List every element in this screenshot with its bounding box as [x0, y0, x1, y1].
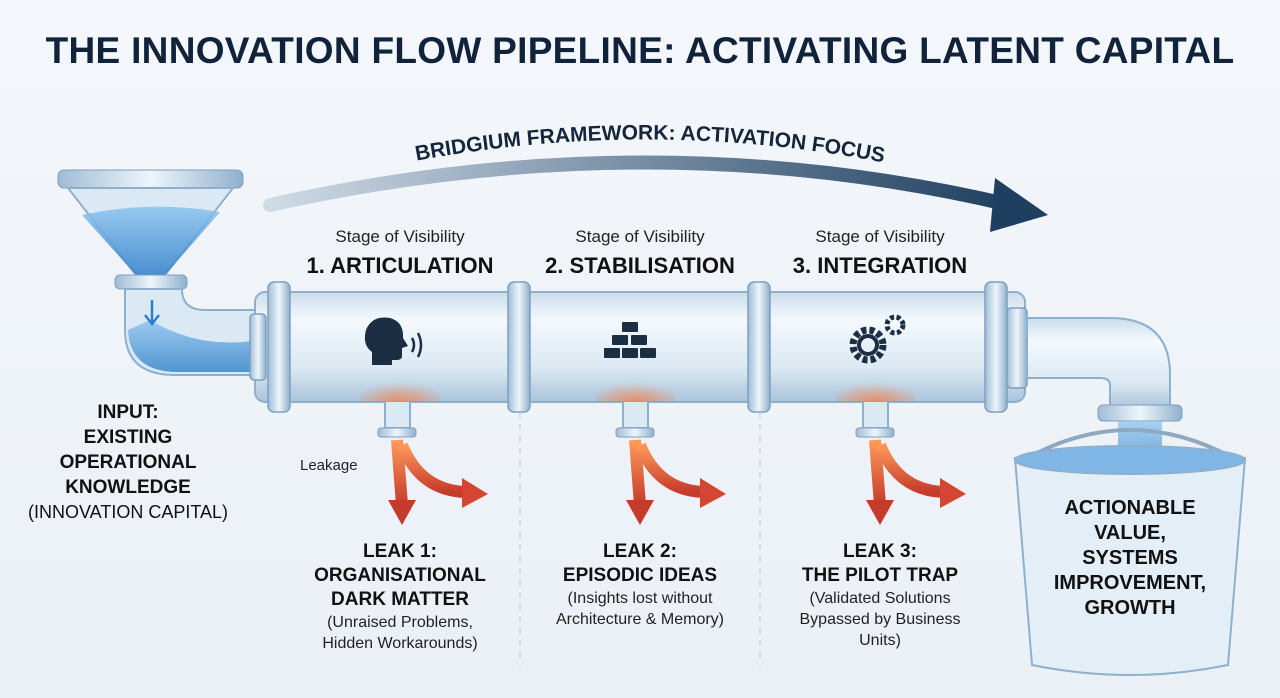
pipe-flange [747, 281, 771, 413]
leak-heading: DARK MATTER [331, 589, 469, 610]
leak-1: LEAK 1: ORGANISATIONAL DARK MATTER (Unra… [280, 540, 520, 654]
leak-desc: (Validated Solutions [809, 590, 951, 607]
stage-name: 1. ARTICULATION [306, 253, 494, 278]
output-pipe [1026, 317, 1183, 466]
leak-desc: Hidden Workarounds) [322, 635, 478, 652]
stage-2: Stage of Visibility 2. STABILISATION [520, 227, 760, 279]
input-funnel [57, 169, 261, 376]
leak-desc: (Unraised Problems, [327, 614, 473, 631]
speaking-head-icon [364, 317, 423, 365]
leak-desc: Units) [859, 632, 901, 649]
input-note: (INNOVATION CAPITAL) [27, 502, 228, 522]
stage-3: Stage of Visibility 3. INTEGRATION [760, 227, 1000, 279]
leak-heading: LEAK 2: [603, 541, 677, 562]
leak-3: LEAK 3: THE PILOT TRAP (Validated Soluti… [760, 540, 1000, 651]
output-line: IMPROVEMENT, [1053, 572, 1207, 594]
stage-name: 3. INTEGRATION [792, 253, 968, 278]
output-bucket [1013, 428, 1247, 676]
leak-2: LEAK 2: EPISODIC IDEAS (Insights lost wi… [520, 540, 760, 630]
bricks-icon [604, 322, 656, 358]
arrowhead-icon [990, 178, 1048, 232]
input-heading-line: OPERATIONAL [59, 452, 197, 473]
stage-1: Stage of Visibility 1. ARTICULATION [280, 227, 520, 279]
page-title: THE INNOVATION FLOW PIPELINE: ACTIVATING… [45, 30, 1235, 71]
stage-sub: Stage of Visibility [575, 227, 705, 246]
leak-desc: Bypassed by Business [799, 611, 961, 628]
leakage-label: Leakage [300, 457, 358, 474]
input-heading-line: EXISTING [83, 427, 173, 448]
leak-desc: (Insights lost without [567, 590, 713, 607]
pipe-flange [267, 281, 291, 413]
stage-name: 2. STABILISATION [545, 253, 735, 278]
leak-3-spout [855, 402, 966, 525]
framework-arrow: BRIDGIUM FRAMEWORK: ACTIVATION FOCUS [263, 121, 1048, 232]
input-heading-line: KNOWLEDGE [65, 477, 191, 498]
output-line: VALUE, [1094, 522, 1166, 544]
stage-sub: Stage of Visibility [335, 227, 465, 246]
pipe-flange [507, 281, 531, 413]
leak-heading: EPISODIC IDEAS [562, 565, 718, 586]
leak-desc: Architecture & Memory) [555, 611, 725, 628]
output-line: ACTIONABLE [1064, 497, 1196, 519]
main-pipe [249, 281, 1028, 413]
leak-heading: LEAK 1: [363, 541, 437, 562]
pipe-flange [984, 281, 1008, 413]
leak-heading: THE PILOT TRAP [801, 565, 959, 586]
output-label: ACTIONABLE VALUE, SYSTEMS IMPROVEMENT, G… [1040, 496, 1220, 621]
input-label: INPUT: EXISTING OPERATIONAL KNOWLEDGE (I… [18, 400, 238, 525]
leak-heading: LEAK 3: [843, 541, 917, 562]
leak-heading: ORGANISATIONAL [314, 565, 486, 586]
output-line: GROWTH [1084, 597, 1176, 619]
gears-icon [849, 314, 906, 364]
leak-1-spout [377, 402, 488, 525]
stage-sub: Stage of Visibility [815, 227, 945, 246]
leak-2-spout [615, 402, 726, 525]
output-line: SYSTEMS [1082, 547, 1178, 569]
input-heading-line: INPUT: [97, 402, 159, 423]
flow-down-arrow-icon [144, 300, 160, 327]
